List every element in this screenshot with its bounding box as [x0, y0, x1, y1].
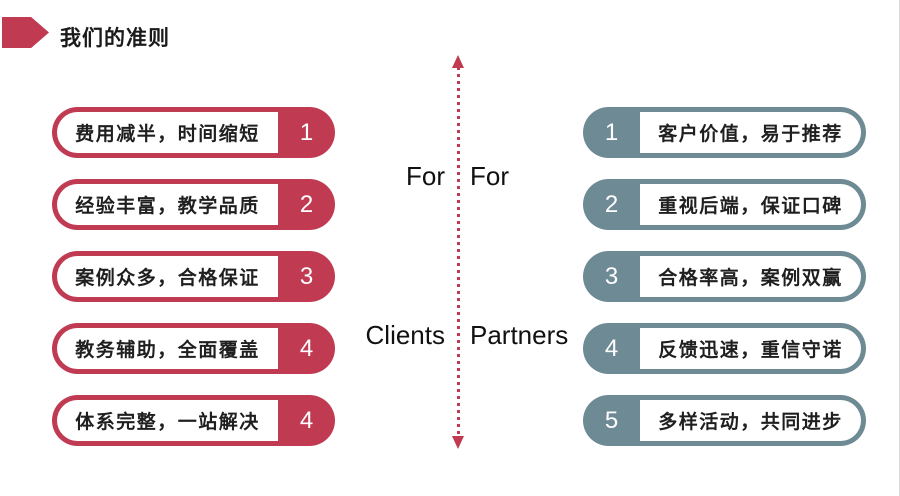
list-item: 教务辅助，全面覆盖 4 [52, 323, 335, 374]
pill-number: 2 [299, 191, 314, 218]
clients-label-line1: For [406, 161, 445, 191]
page-title: 我们的准则 [60, 27, 170, 50]
dotted-divider-line [457, 67, 460, 437]
partners-principles-list: 1 客户价值，易于推荐 2 重视后端，保证口碑 3 合格率高，案例双赢 4 反馈… [583, 107, 866, 446]
arrow-up-icon [452, 55, 464, 68]
pill-number: 2 [604, 191, 619, 218]
pill-text-area: 客户价值，易于推荐 [640, 112, 861, 153]
pill-number: 4 [604, 335, 619, 362]
partners-label-line1: For [470, 161, 509, 191]
pill-text: 合格率高，案例双赢 [658, 268, 843, 289]
pill-number: 3 [299, 263, 314, 290]
clients-label-line2: Clients [365, 320, 445, 350]
pill-text: 费用减半，时间缩短 [75, 124, 260, 145]
clients-principles-list: 费用减半，时间缩短 1 经验丰富，教学品质 2 案例众多，合格保证 3 教务辅助… [52, 107, 335, 446]
title-arrow-icon [2, 17, 49, 48]
list-item: 案例众多，合格保证 3 [52, 251, 335, 302]
list-item: 5 多样活动，共同进步 [583, 395, 866, 446]
pill-text-area: 案例众多，合格保证 [57, 256, 278, 297]
pill-text: 案例众多，合格保证 [75, 268, 260, 289]
pill-text-area: 重视后端，保证口碑 [640, 184, 861, 225]
pill-number: 1 [299, 119, 314, 146]
pill-text: 教务辅助，全面覆盖 [75, 340, 260, 361]
pill-text-area: 教务辅助，全面覆盖 [57, 328, 278, 369]
pill-text: 重视后端，保证口碑 [658, 196, 843, 217]
list-item: 体系完整，一站解决 4 [52, 395, 335, 446]
pill-text-area: 经验丰富，教学品质 [57, 184, 278, 225]
pill-number: 3 [604, 263, 619, 290]
pill-text: 反馈迅速，重信守诺 [658, 340, 843, 361]
list-item: 费用减半，时间缩短 1 [52, 107, 335, 158]
pill-number: 1 [604, 119, 619, 146]
pill-text-area: 反馈迅速，重信守诺 [640, 328, 861, 369]
pill-number: 4 [299, 335, 314, 362]
pill-text-area: 多样活动，共同进步 [640, 400, 861, 441]
list-item: 2 重视后端，保证口碑 [583, 179, 866, 230]
pill-text: 体系完整，一站解决 [75, 412, 260, 433]
pill-number: 5 [604, 407, 619, 434]
pill-text: 经验丰富，教学品质 [75, 196, 260, 217]
pill-text-area: 体系完整，一站解决 [57, 400, 278, 441]
pill-number: 4 [299, 407, 314, 434]
list-item: 4 反馈迅速，重信守诺 [583, 323, 866, 374]
pill-text-area: 费用减半，时间缩短 [57, 112, 278, 153]
list-item: 1 客户价值，易于推荐 [583, 107, 866, 158]
pill-text: 多样活动，共同进步 [658, 412, 843, 433]
list-item: 3 合格率高，案例双赢 [583, 251, 866, 302]
pill-text-area: 合格率高，案例双赢 [640, 256, 861, 297]
list-item: 经验丰富，教学品质 2 [52, 179, 335, 230]
partners-label-line2: Partners [470, 320, 569, 350]
pill-text: 客户价值，易于推荐 [658, 124, 843, 145]
arrow-down-icon [452, 436, 464, 449]
